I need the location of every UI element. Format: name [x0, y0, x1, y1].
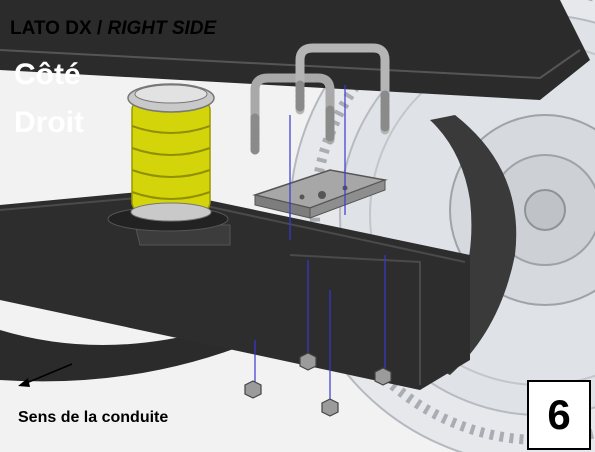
leaf-spring: [0, 310, 280, 382]
upper-frame-rail: [0, 0, 590, 100]
step-number-box: 6: [527, 380, 591, 450]
driving-direction-arrow: [18, 363, 73, 387]
nuts: [244, 352, 392, 417]
guide-lines: [254, 85, 386, 405]
u-bolts: [250, 43, 390, 155]
axle-beam: [0, 190, 470, 390]
step-number: 6: [547, 391, 571, 438]
cote-label: Côté: [14, 58, 81, 91]
air-spring: [107, 83, 229, 232]
lato-dx-label: LATO DX /: [10, 18, 108, 39]
clamp-plate: [252, 169, 388, 219]
brake-backplate: [420, 115, 517, 375]
droit-label: Droit: [14, 106, 84, 139]
right-side-label: RIGHT SIDE: [107, 18, 217, 39]
direction-caption: Sens de la conduite: [18, 409, 169, 426]
side-label: LATO DX / RIGHT SIDE: [10, 18, 216, 40]
